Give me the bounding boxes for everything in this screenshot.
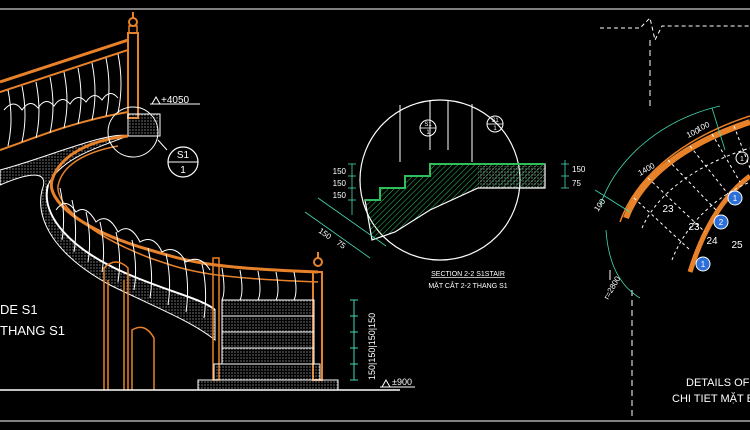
stair-elevation: S1 1 +4050 ±900 150|150|150|150 DE S1 TH — [0, 12, 415, 391]
level-bottom-label: ±900 — [392, 377, 412, 387]
section-marker-top: S1 — [177, 150, 190, 161]
dim-right-1: 150 — [572, 165, 586, 174]
plan-dim-top-right: 100 — [695, 120, 711, 134]
riser-dims-label: 150|150|150|150 — [367, 313, 377, 380]
dim-right-2: 75 — [572, 179, 581, 188]
drawing-frame — [0, 8, 750, 422]
plan-marker-1-label: 1 — [733, 194, 738, 203]
dim-left-1: 150 — [333, 167, 347, 176]
landing-slab — [127, 113, 161, 137]
straight-steps — [197, 299, 339, 391]
plan-marker-1: 1 — [727, 190, 743, 206]
plan-marker-3: 1 — [695, 256, 711, 272]
section-2-2: S1 1 S1 1 150 150 150 150 75 150 — [304, 99, 586, 290]
elevation-subtitle: THANG S1 — [0, 323, 65, 338]
level-top-label: +4050 — [161, 95, 190, 106]
plan-marker-2: 2 — [713, 214, 729, 230]
plan-radius-label: r=2800 — [602, 274, 623, 301]
section-marker-left: S1 1 — [419, 119, 437, 137]
plan-detail: 23 24 25 23 1 2 1 1 100 100 100 1400 r=2… — [592, 17, 750, 420]
plan-marker-4-label: 1 — [740, 156, 744, 163]
dim-left-3: 150 — [333, 191, 347, 200]
door-frame — [103, 261, 155, 390]
upper-handrail — [0, 38, 129, 151]
marker-right-top: S1 — [491, 118, 499, 124]
plan-dim-left: 100 — [592, 197, 607, 214]
elevation-title: DE S1 — [0, 302, 38, 317]
dim-bottom-2: 75 — [335, 238, 348, 251]
marker-left-top: S1 — [424, 122, 432, 128]
section-marker-right: S1 1 — [486, 115, 504, 133]
level-marker-bottom: ±900 — [380, 377, 415, 388]
marker-right-bottom: 1 — [493, 126, 497, 132]
section-title: SECTION 2-2 S1STAIR — [431, 271, 505, 278]
riser-dimensions — [350, 299, 358, 381]
upper-balusters — [3, 53, 122, 147]
plan-marker-4: 1 — [735, 151, 749, 165]
section-dimension-lines — [304, 160, 569, 259]
plan-marker-2-label: 2 — [719, 218, 724, 227]
top-newel-post — [127, 12, 139, 119]
dim-left-2: 150 — [333, 179, 347, 188]
dim-bottom-1: 150 — [317, 226, 334, 241]
plan-marker-3-label: 1 — [701, 260, 706, 269]
step-25: 25 — [731, 240, 743, 251]
marker-left-bottom: 1 — [426, 130, 430, 136]
section-marker-bottom: 1 — [180, 165, 186, 176]
section-subtitle: MẶT CẮT 2-2 THANG S1 — [428, 281, 507, 290]
level-marker-top: +4050 — [150, 95, 200, 106]
step-23: 23 — [662, 204, 674, 215]
plan-title: DETAILS OF — [686, 377, 750, 389]
detail-callout-circle — [107, 106, 159, 158]
plan-subtitle: CHI TIET MẶT B — [672, 392, 750, 405]
step-23b: 23 — [688, 222, 700, 233]
step-24: 24 — [706, 236, 718, 247]
section-marker-s1: S1 1 — [167, 146, 199, 178]
lower-balusters — [55, 187, 297, 319]
